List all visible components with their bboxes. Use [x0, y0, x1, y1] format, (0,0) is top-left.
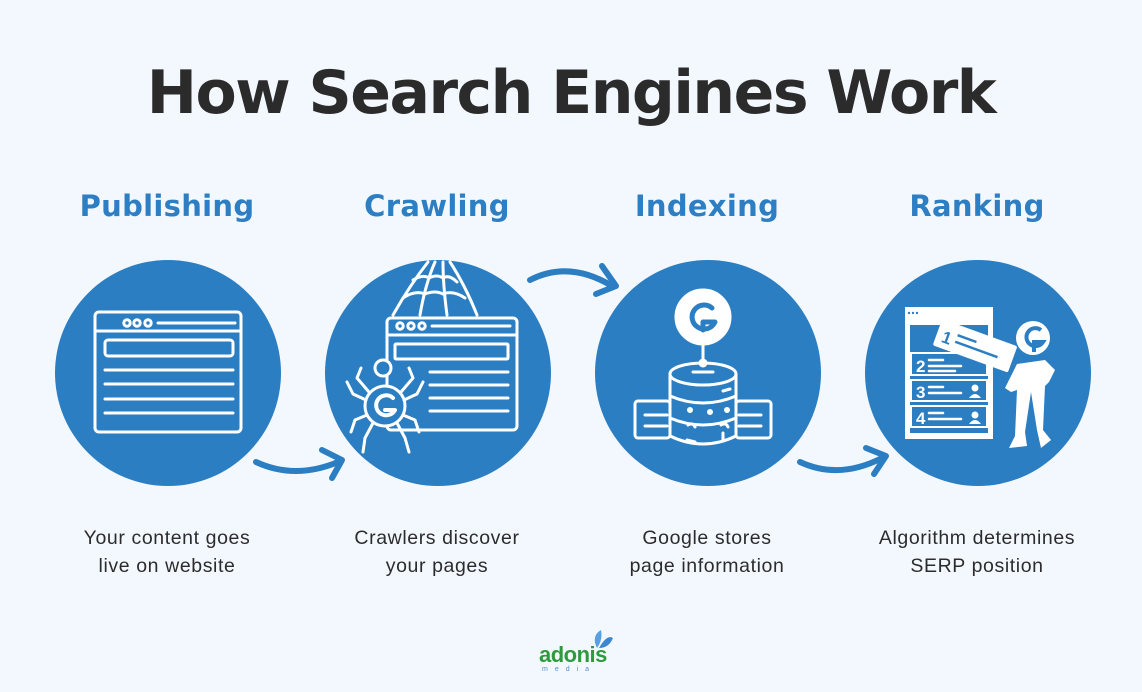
logo-text: adonis [539, 642, 607, 667]
description-line: Crawlers discover [354, 527, 520, 549]
publishing-circle [55, 260, 281, 486]
description-line: your pages [385, 555, 489, 577]
spider-crawler-icon [345, 260, 519, 454]
step-description-publishing: Your content goes live on website [27, 524, 307, 580]
rank-number-2: 2 [916, 357, 925, 376]
rank-number-3: 3 [916, 383, 925, 402]
serp-ranking-icon: 2 3 4 1 [905, 307, 1055, 448]
database-index-icon [633, 288, 773, 446]
step-description-indexing: Google stores page information [567, 524, 847, 580]
indexing-circle [595, 260, 821, 486]
logo-subtext: media [542, 666, 597, 673]
description-line: Google stores [642, 527, 772, 549]
arrow-publishing-to-crawling [253, 447, 345, 481]
crawling-circle [325, 260, 551, 486]
step-title-publishing: Publishing [79, 189, 255, 223]
description-line: SERP position [910, 555, 1044, 577]
step-title-indexing: Indexing [634, 189, 780, 223]
arrow-crawling-to-indexing [527, 263, 619, 297]
ranking-circle: 2 3 4 1 [865, 260, 1091, 486]
step-description-ranking: Algorithm determines SERP position [837, 524, 1117, 580]
page-title: How Search Engines Work [146, 58, 997, 128]
arrow-indexing-to-ranking [797, 445, 889, 477]
rank-number-4: 4 [916, 409, 926, 428]
browser-window-icon [93, 310, 243, 434]
step-title-crawling: Crawling [364, 189, 510, 223]
butterfly-icon [594, 630, 613, 648]
description-line: page information [629, 555, 785, 577]
description-line: live on website [98, 555, 236, 577]
step-description-crawling: Crawlers discover your pages [297, 524, 577, 580]
step-title-ranking: Ranking [909, 189, 1045, 223]
description-line: Your content goes [83, 527, 251, 549]
description-line: Algorithm determines [878, 527, 1076, 549]
adonis-media-logo: adonis media [537, 628, 617, 680]
